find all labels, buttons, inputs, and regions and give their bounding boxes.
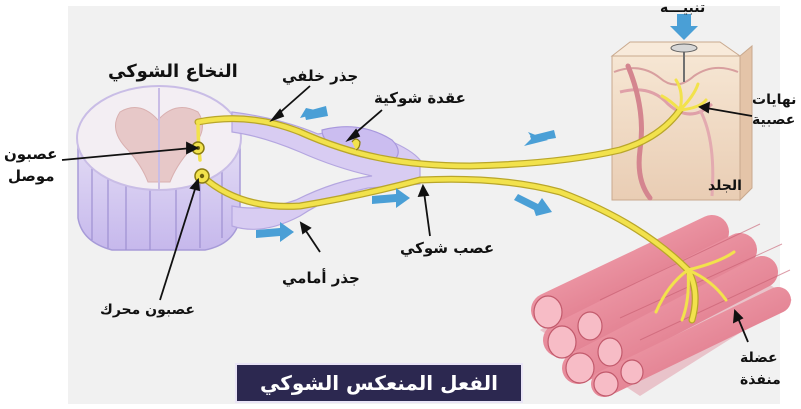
motor-neuron-label: عصبون محرك (100, 302, 195, 318)
skin-block (612, 42, 752, 200)
skin-label: الجلد (708, 178, 742, 194)
nerve-endings-label-line1: نهايات (752, 92, 796, 108)
dorsal-root-label: جذر خلفي (282, 68, 358, 85)
effector-muscle-label-line2: منفذة (740, 372, 781, 388)
ventral-root-label: جذر أمامي (282, 270, 360, 287)
spinal-nerve-label: عصب شوكي (400, 240, 494, 257)
spinal-cord-label: النخاع الشوكي (108, 62, 238, 83)
interneuron-label-line2: موصل (8, 168, 55, 185)
diagram-title: الفعل المنعكس الشوكي (260, 371, 498, 395)
effector-muscle-label-line1: عضلة (740, 350, 778, 366)
interneuron-label-line1: عصبون (4, 146, 57, 163)
nerve-endings-label-line2: عصبية (752, 112, 795, 128)
stimulus-label: تنبيـــه (660, 0, 705, 16)
ganglion-label: عقدة شوكية (374, 90, 466, 107)
title-box: الفعل المنعكس الشوكي (235, 363, 523, 403)
spinal-cord (77, 86, 241, 250)
